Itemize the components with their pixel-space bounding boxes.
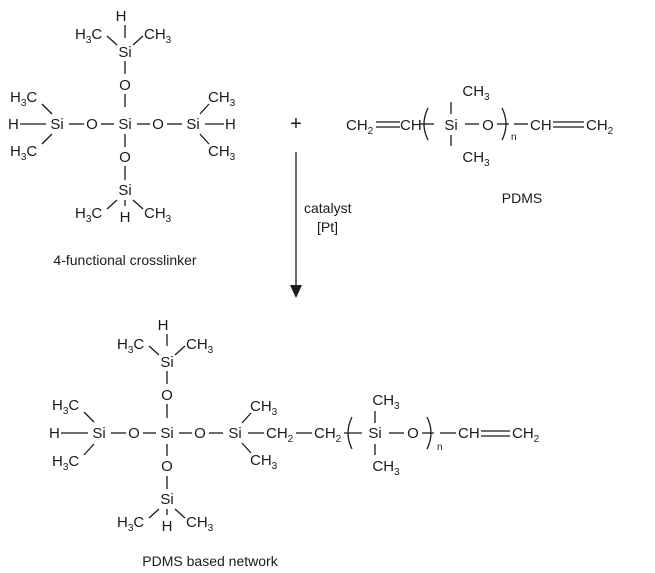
group-h3c: H3C (75, 26, 102, 46)
group-ch2: CH2 (266, 425, 294, 445)
group-ch3: CH3 (208, 143, 236, 163)
group-ch3: CH3 (186, 514, 214, 534)
group-ch3: CH3 (372, 458, 400, 478)
atom-o: O (407, 425, 419, 442)
plus-sign: + (290, 113, 302, 135)
atom-h: H (225, 116, 236, 133)
group-ch3: CH3 (250, 398, 278, 418)
group-h3c: H3C (117, 514, 144, 534)
group-h3c: H3C (52, 453, 79, 473)
group-h3c: H3C (52, 397, 79, 417)
crosslinker-caption: 4-functional crosslinker (53, 252, 197, 268)
repeat-n: n (437, 442, 443, 453)
pdms-caption: PDMS (502, 190, 542, 206)
atom-si: Si (50, 116, 63, 133)
atom-o: O (119, 77, 131, 94)
group-ch3: CH3 (372, 392, 400, 412)
group-ch3: CH3 (250, 452, 278, 472)
atom-h: H (158, 317, 169, 334)
group-ch3: CH3 (144, 26, 172, 46)
group-ch2: CH2 (346, 117, 374, 137)
atom-h: H (8, 116, 19, 133)
atom-o: O (194, 425, 206, 442)
reaction-arrow (290, 152, 302, 298)
group-ch: CH (458, 425, 480, 442)
pdms-structure: CH2 CH CH3 Si CH3 O n CH CH2 (346, 83, 614, 169)
crosslinker-structure: H H3C CH3 Si O H3C H Si H3C O Si O Si CH… (8, 8, 236, 226)
group-ch3: CH3 (186, 336, 214, 356)
network-caption: PDMS based network (142, 553, 278, 569)
atom-h: H (49, 425, 60, 442)
atom-o: O (161, 458, 173, 475)
group-ch: CH (530, 117, 552, 134)
atom-o: O (119, 149, 131, 166)
group-h3c: H3C (75, 205, 102, 225)
catalyst-label: catalyst (304, 200, 352, 216)
atom-si: Si (118, 116, 131, 133)
group-ch2: CH2 (512, 425, 540, 445)
atom-si: Si (228, 425, 241, 442)
atom-h: H (162, 518, 173, 535)
network-structure: H H3C CH3 Si O H3C H Si H3C O Si O Si CH… (49, 317, 540, 535)
atom-si: Si (186, 116, 199, 133)
atom-h: H (120, 209, 131, 226)
group-ch3: CH3 (144, 205, 172, 225)
atom-si: Si (160, 425, 173, 442)
group-ch2: CH2 (586, 117, 614, 137)
atom-si: Si (118, 182, 131, 199)
repeat-n: n (511, 132, 517, 143)
atom-si: Si (118, 44, 131, 61)
group-ch3: CH3 (208, 89, 236, 109)
group-ch: CH (400, 117, 422, 134)
atom-o: O (128, 425, 140, 442)
atom-si: Si (444, 117, 457, 134)
atom-o: O (152, 116, 164, 133)
atom-si: Si (368, 425, 381, 442)
group-h3c: H3C (117, 336, 144, 356)
atom-si: Si (160, 354, 173, 371)
atom-o: O (482, 117, 494, 134)
group-h3c: H3C (10, 89, 37, 109)
atom-si: Si (160, 491, 173, 508)
group-ch3: CH3 (462, 83, 490, 103)
platinum-label: [Pt] (317, 219, 338, 235)
group-ch2: CH2 (314, 425, 342, 445)
atom-o: O (161, 387, 173, 404)
group-ch3: CH3 (462, 149, 490, 169)
atom-o: O (86, 116, 98, 133)
atom-h: H (116, 8, 127, 25)
atom-si: Si (92, 425, 105, 442)
group-h3c: H3C (10, 143, 37, 163)
